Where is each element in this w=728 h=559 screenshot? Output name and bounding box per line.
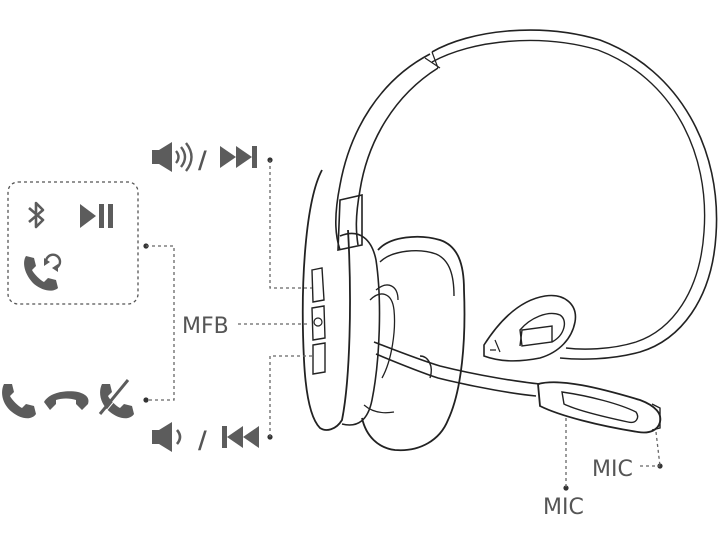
next-track-icon: [220, 146, 257, 168]
mfb-label: MFB: [182, 314, 229, 339]
volume-up-icon: [152, 142, 193, 172]
leader-lines: [143, 157, 663, 491]
previous-track-icon: [222, 426, 259, 448]
bluetooth-icon: [28, 201, 45, 229]
slash-bottom: /: [198, 426, 207, 454]
reject-call-icon: [98, 379, 134, 419]
slash-top: /: [198, 146, 207, 174]
volume-down-icon: [152, 422, 182, 452]
mfb-function-box: [7, 181, 139, 305]
mic-label-right: MIC: [592, 457, 633, 482]
end-call-icon: [44, 391, 89, 410]
play-pause-icon: [80, 204, 113, 228]
mic-label-bottom: MIC: [543, 495, 584, 520]
redial-icon: [24, 253, 62, 291]
headset-illustration: [301, 29, 718, 452]
answer-call-icon: [2, 384, 37, 419]
